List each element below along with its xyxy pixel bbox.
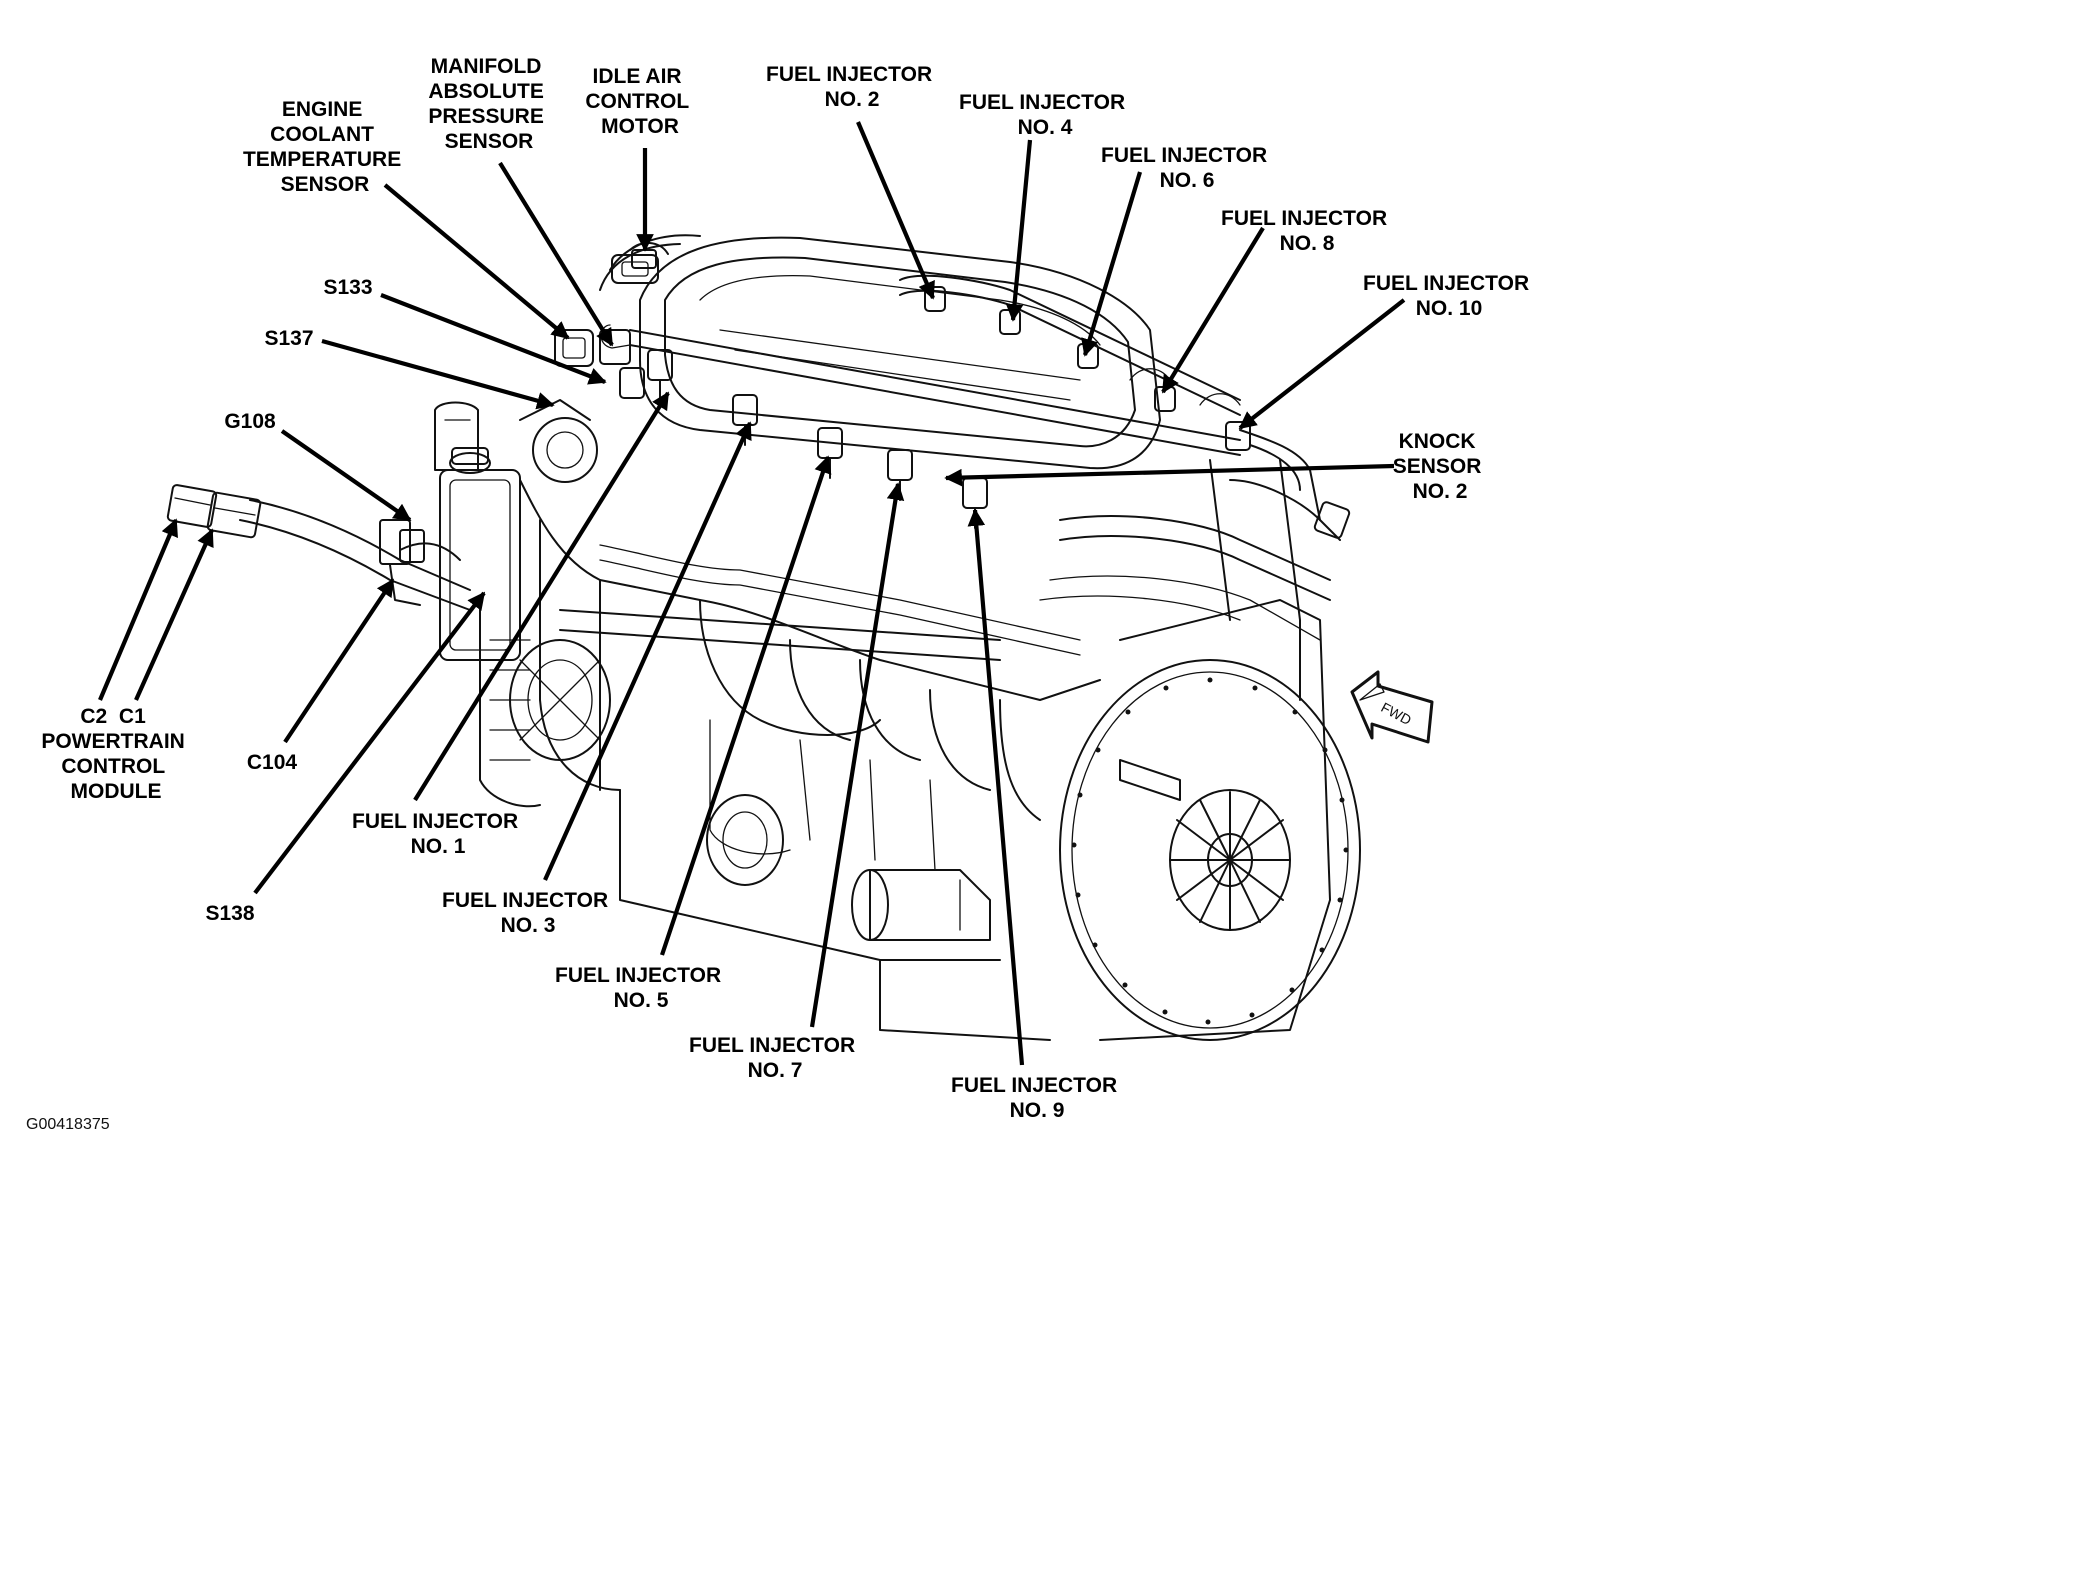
label-fuel-injector-7: FUEL INJECTOR NO. 7 [689, 1034, 861, 1082]
arrow-s133 [380, 293, 607, 385]
arrow-fuel-injector-8 [1161, 226, 1265, 394]
label-fuel-injector-6: FUEL INJECTOR NO. 6 [1101, 144, 1273, 192]
coolant-reservoir [434, 401, 521, 661]
arrow-knock-sensor-2 [944, 463, 1395, 487]
label-manifold-absolute-pressure-sensor: MANIFOLD ABSOLUTE PRESSURE SENSOR [428, 55, 549, 153]
engine-block [479, 479, 1101, 1041]
image-code: G00418375 [26, 1116, 110, 1133]
arrow-fuel-injector-7 [809, 482, 905, 1028]
starter-motor [851, 869, 991, 941]
arrow-fuel-injector-3 [543, 421, 752, 881]
label-c104: C104 [247, 751, 298, 774]
label-fuel-injector-1: FUEL INJECTOR NO. 1 [352, 810, 524, 858]
label-knock-sensor-2: KNOCK SENSOR NO. 2 [1393, 430, 1488, 503]
pcm-wiring-harness [166, 484, 471, 611]
intake-plenum [599, 234, 1161, 470]
arrow-pcm-c2 [98, 518, 178, 701]
label-s133: S133 [323, 276, 372, 299]
flywheel-clutch [1059, 599, 1361, 1041]
label-fuel-injector-10: FUEL INJECTOR NO. 10 [1363, 272, 1535, 320]
fuel-rail [600, 324, 1241, 456]
label-fuel-injector-2: FUEL INJECTOR NO. 2 [766, 63, 938, 111]
label-engine-coolant-temperature-sensor: ENGINE COOLANT TEMPERATURE SENSOR [243, 98, 407, 196]
label-idle-air-control-motor: IDLE AIR CONTROL MOTOR [585, 65, 694, 138]
arrow-fuel-injector-4 [1005, 139, 1033, 322]
forward-arrow-icon [1350, 670, 1434, 744]
arrow-fuel-injector-5 [660, 455, 832, 956]
lower-pulley [706, 794, 784, 886]
arrow-fuel-injector-6 [1081, 171, 1143, 357]
engine-component-locator-diagram: ENGINE COOLANT TEMPERATURE SENSOR MANIFO… [26, 55, 1535, 1133]
arrow-manifold-absolute-pressure-sensor [498, 161, 614, 347]
arrow-fuel-injector-9 [967, 508, 1025, 1066]
label-s138: S138 [205, 902, 254, 925]
arrow-fuel-injector-1 [413, 391, 670, 802]
leader-arrows [98, 121, 1406, 1066]
label-g108: G108 [224, 410, 276, 433]
exhaust-crossover [1039, 459, 1351, 701]
diagram-canvas: ENGINE COOLANT TEMPERATURE SENSOR MANIFO… [26, 55, 1535, 1133]
label-fuel-injector-9: FUEL INJECTOR NO. 9 [951, 1074, 1123, 1122]
fuel-injectors [647, 286, 1251, 529]
arrow-s138 [253, 591, 486, 895]
arrow-fuel-injector-2 [856, 121, 935, 300]
label-s137: S137 [264, 327, 313, 350]
arrow-g108 [280, 429, 412, 522]
label-fuel-injector-4: FUEL INJECTOR NO. 4 [959, 91, 1131, 139]
fwd-label: FWD [1378, 699, 1414, 728]
arrow-engine-coolant-temperature-sensor [383, 183, 570, 340]
label-powertrain-control-module: C2 C1 POWERTRAIN CONTROL MODULE [41, 705, 190, 803]
callout-labels: ENGINE COOLANT TEMPERATURE SENSOR MANIFO… [26, 55, 1535, 1133]
label-fuel-injector-5: FUEL INJECTOR NO. 5 [555, 964, 727, 1012]
thermostat-housing [519, 329, 598, 483]
arrow-c104 [283, 578, 395, 744]
alternator [509, 639, 611, 761]
arrow-pcm-c1 [134, 528, 214, 701]
arrow-fuel-injector-10 [1238, 298, 1406, 430]
arrow-s137 [321, 338, 555, 410]
label-fuel-injector-3: FUEL INJECTOR NO. 3 [442, 889, 614, 937]
label-fuel-injector-8: FUEL INJECTOR NO. 8 [1221, 207, 1393, 255]
